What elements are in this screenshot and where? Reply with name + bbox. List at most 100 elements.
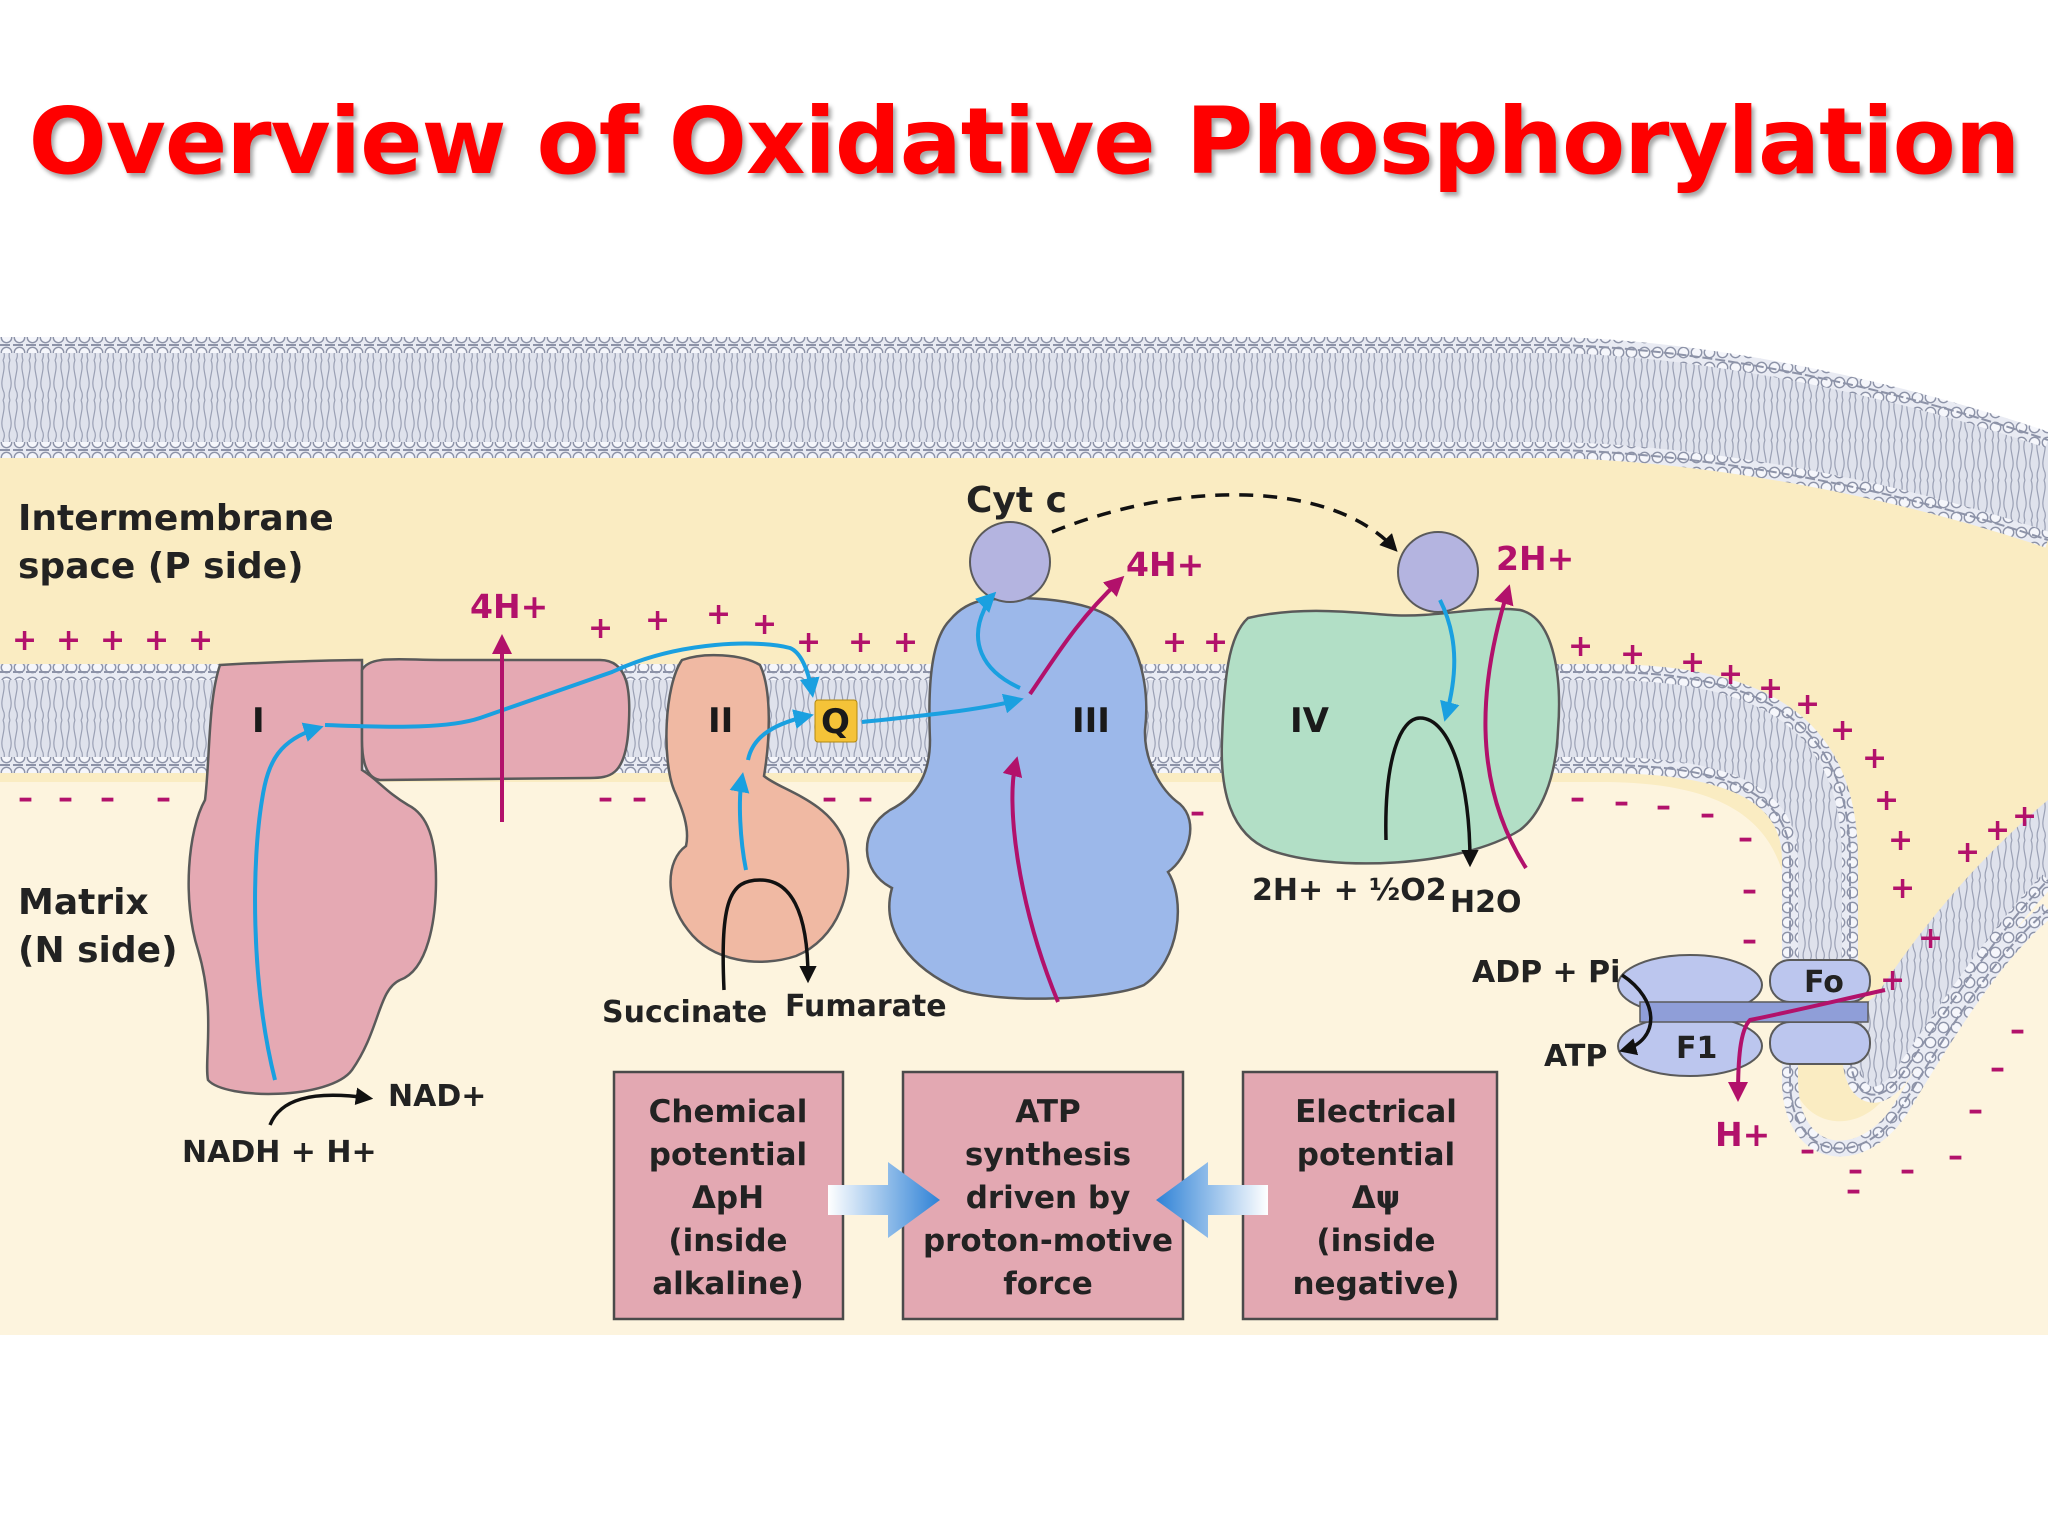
complex-3-label: III <box>1072 701 1110 741</box>
quinone-label: Q <box>821 702 850 742</box>
svg-text:–: – <box>598 781 613 816</box>
svg-text:–: – <box>2010 1013 2025 1048</box>
intermembrane-label-line2: space (P side) <box>18 546 304 587</box>
svg-text:Δψ: Δψ <box>1352 1180 1401 1216</box>
svg-text:+: + <box>1162 625 1187 660</box>
svg-text:+: + <box>893 625 918 660</box>
svg-text:–: – <box>18 781 33 816</box>
svg-text:–: – <box>632 781 647 816</box>
complex-4-proton-label: 2H+ <box>1496 539 1574 578</box>
svg-text:(inside: (inside <box>668 1223 787 1259</box>
svg-text:synthesis: synthesis <box>965 1137 1131 1173</box>
svg-text:–: – <box>1742 923 1757 958</box>
atp-synthase-proton-label: H+ <box>1715 1115 1770 1154</box>
cyt-c-right <box>1397 531 1479 613</box>
oxygen-label: 2H+ + ½O2 <box>1252 873 1447 908</box>
svg-text:+: + <box>1680 645 1705 680</box>
svg-text:Chemical: Chemical <box>649 1094 808 1130</box>
proton-path <box>492 575 1886 1102</box>
svg-text:–: – <box>1846 1173 1861 1208</box>
positive-charges: + + + + + + + + + + + + + + + + + + + + … <box>12 597 2037 998</box>
svg-text:–: – <box>1990 1051 2005 1086</box>
cyt-c-left <box>969 521 1051 603</box>
complex-1-proton-label: 4H+ <box>470 587 548 626</box>
svg-text:+: + <box>100 623 125 658</box>
complex-4: IV <box>1220 607 1561 865</box>
nadh-label: NADH + H+ <box>182 1135 377 1170</box>
nad-label: NAD+ <box>388 1079 486 1114</box>
electron-path <box>253 591 1460 1081</box>
svg-text:–: – <box>1614 785 1629 820</box>
negative-charges: – – – – – – – – – – – – – – – – – – – – … <box>18 781 2025 1208</box>
complex-2-label: II <box>708 701 733 741</box>
matrix-label-line2: (N side) <box>18 930 178 971</box>
svg-text:potential: potential <box>1297 1137 1455 1173</box>
svg-text:+: + <box>1955 835 1980 870</box>
complex-3: III <box>865 596 1192 1000</box>
fumarate-label: Fumarate <box>785 989 947 1024</box>
svg-text:–: – <box>1656 789 1671 824</box>
intermembrane-label-line1: Intermembrane <box>18 498 334 539</box>
svg-text:ΔpH: ΔpH <box>692 1180 764 1216</box>
succinate-label: Succinate <box>602 995 767 1030</box>
svg-text:+: + <box>1620 637 1645 672</box>
svg-text:+: + <box>1758 671 1783 706</box>
svg-text:+: + <box>56 623 81 658</box>
svg-text:–: – <box>858 781 873 816</box>
svg-text:–: – <box>1190 795 1205 830</box>
svg-text:–: – <box>58 781 73 816</box>
svg-text:Electrical: Electrical <box>1295 1094 1457 1130</box>
svg-text:+: + <box>1862 741 1887 776</box>
svg-text:–: – <box>1700 797 1715 832</box>
svg-text:+: + <box>1718 657 1743 692</box>
atp-synthesis-box: ATP synthesis driven by proton-motive fo… <box>901 1070 1185 1321</box>
svg-text:+: + <box>1795 687 1820 722</box>
electrical-potential-box: Electrical potential Δψ (inside negative… <box>1241 1070 1499 1321</box>
cyt-c-transfer-arrow <box>1051 493 1398 552</box>
svg-text:+: + <box>1890 871 1915 906</box>
svg-text:–: – <box>1900 1153 1915 1188</box>
svg-text:+: + <box>12 623 37 658</box>
svg-text:force: force <box>1003 1266 1092 1302</box>
svg-text:driven by: driven by <box>966 1180 1131 1216</box>
svg-text:+: + <box>1830 713 1855 748</box>
svg-text:–: – <box>1570 781 1585 816</box>
outer-membrane <box>0 337 2048 548</box>
electrical-to-atp-arrow <box>1156 1162 1268 1238</box>
water-label: H2O <box>1450 885 1521 920</box>
complex-2: II <box>665 653 850 963</box>
complex-3-proton-label: 4H+ <box>1126 545 1204 584</box>
svg-text:–: – <box>1848 1153 1863 1188</box>
svg-text:+: + <box>1880 963 1905 998</box>
svg-text:+: + <box>1985 813 2010 848</box>
svg-text:+: + <box>706 597 731 632</box>
svg-text:–: – <box>1948 1139 1963 1174</box>
complex-1-label: I <box>252 701 265 741</box>
f1-label: F1 <box>1676 1031 1717 1066</box>
atp-label: ATP <box>1544 1039 1607 1074</box>
svg-text:(inside: (inside <box>1316 1223 1435 1259</box>
svg-text:ATP: ATP <box>1015 1094 1080 1130</box>
adp-label: ADP + Pi <box>1472 955 1620 990</box>
complex-4-label: IV <box>1290 701 1330 741</box>
svg-text:–: – <box>822 781 837 816</box>
svg-text:proton-motive: proton-motive <box>923 1223 1173 1259</box>
svg-text:+: + <box>144 623 169 658</box>
svg-text:potential: potential <box>649 1137 807 1173</box>
svg-text:+: + <box>848 625 873 660</box>
svg-text:–: – <box>1968 1093 1983 1128</box>
svg-text:+: + <box>1874 783 1899 818</box>
svg-text:+: + <box>1918 921 1943 956</box>
svg-text:+: + <box>1568 629 1593 664</box>
page-title: Overview of Oxidative Phosphorylation <box>28 88 2021 195</box>
svg-text:alkaline): alkaline) <box>652 1266 804 1302</box>
cyt-c-label: Cyt c <box>966 480 1067 521</box>
svg-text:+: + <box>752 607 777 642</box>
svg-text:negative): negative) <box>1292 1266 1459 1302</box>
svg-text:–: – <box>100 781 115 816</box>
svg-text:+: + <box>2012 799 2037 834</box>
atp-synthase: Fo F1 <box>1617 954 1871 1077</box>
fo-label: Fo <box>1804 965 1844 1000</box>
chemical-potential-box: Chemical potential ΔpH (inside alkaline) <box>612 1070 845 1321</box>
